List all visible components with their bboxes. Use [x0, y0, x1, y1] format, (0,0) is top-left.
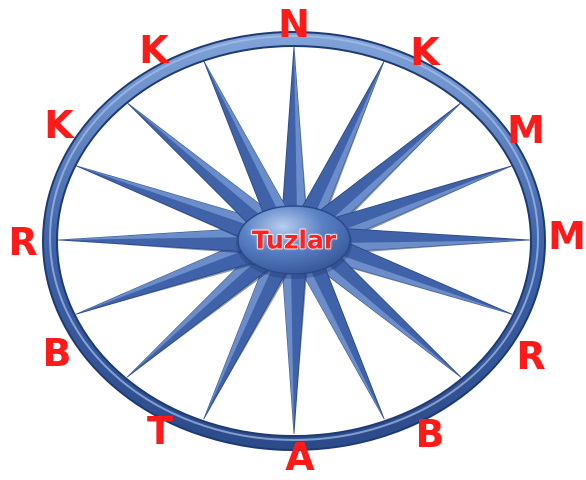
direction-label-se: R	[516, 337, 545, 375]
direction-label-sse: B	[416, 415, 445, 453]
direction-label-ne: M	[507, 111, 545, 149]
center-label: Tuzlar	[252, 226, 336, 255]
direction-label-s: A	[285, 438, 314, 476]
direction-label-w: R	[8, 223, 37, 261]
direction-label-nne: K	[410, 33, 439, 71]
direction-label-e: M	[548, 217, 586, 255]
direction-label-sw: B	[43, 334, 72, 372]
direction-label-n: N	[278, 5, 310, 43]
direction-label-ssw: T	[147, 412, 173, 450]
direction-label-nw: K	[44, 106, 73, 144]
direction-label-nnw: K	[139, 31, 168, 69]
